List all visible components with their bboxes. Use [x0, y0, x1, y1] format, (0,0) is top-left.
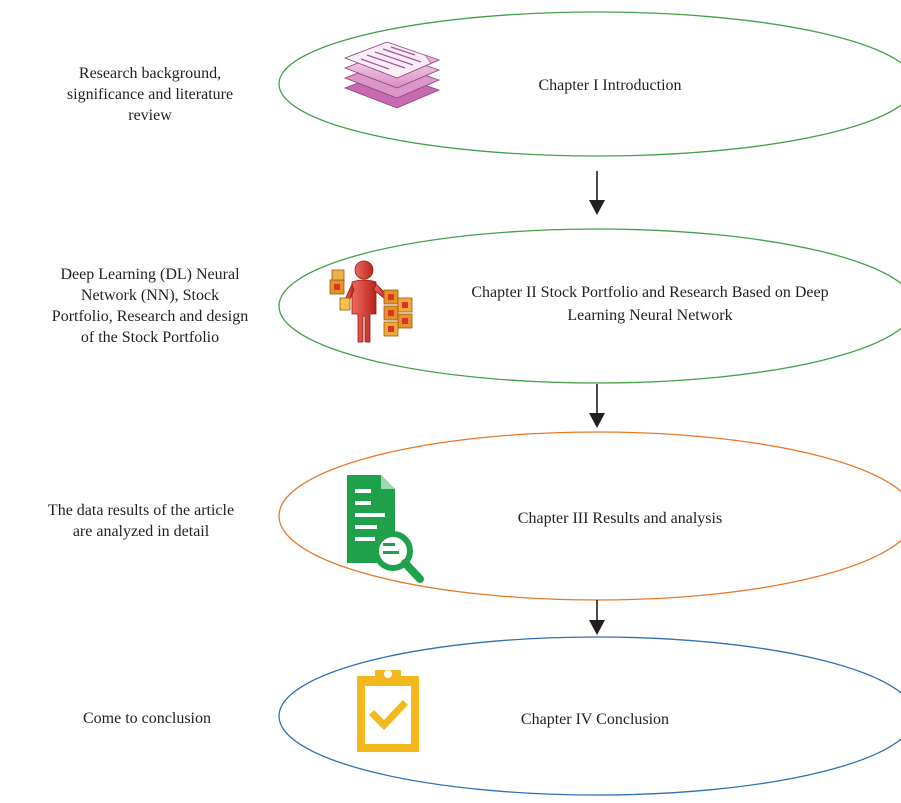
arrow-3-to-4: [589, 600, 605, 635]
description-line: Portfolio, Research and design: [51, 308, 249, 325]
chapter-title-line: Chapter I Introduction: [538, 77, 682, 94]
description-line: Network (NN), Stock: [80, 287, 220, 304]
stage-4-ellipse: [278, 636, 901, 796]
arrow-2-to-3: [589, 384, 605, 428]
description-line: Come to conclusion: [83, 710, 211, 727]
stage-4-title: Chapter IV Conclusion: [430, 708, 760, 731]
chapter-title-line: Learning Neural Network: [567, 307, 733, 324]
description-line: The data results of the article: [47, 502, 235, 519]
stage-2-description: Deep Learning (DL) Neural Network (NN), …: [6, 264, 294, 348]
document-magnifier-icon: [347, 475, 424, 583]
description-line: significance and literature: [66, 86, 234, 103]
chapter-title-line: Chapter IV Conclusion: [520, 711, 670, 728]
description-line: Deep Learning (DL) Neural: [60, 266, 240, 283]
stage-3-title: Chapter III Results and analysis: [420, 507, 820, 530]
description-line: are analyzed in detail: [72, 523, 210, 540]
stage-3-description: The data results of the article are anal…: [0, 500, 282, 542]
chapter-title-line: Chapter III Results and analysis: [517, 510, 723, 527]
person-with-books-icon: [329, 260, 413, 343]
description-line: review: [128, 107, 172, 124]
chapter-title-line: Chapter II Stock Portfolio and Research …: [471, 284, 829, 301]
stacked-documents-icon: [343, 41, 441, 109]
stage-2-ellipse: [278, 228, 901, 384]
description-line: of the Stock Portfolio: [80, 329, 220, 346]
stage-2-title: Chapter II Stock Portfolio and Research …: [400, 281, 900, 327]
description-line: Research background,: [78, 65, 222, 82]
stage-1-ellipse: [278, 11, 901, 157]
clipboard-check-icon: [357, 670, 419, 752]
stage-1-title: Chapter I Introduction: [440, 74, 780, 97]
stage-4-description: Come to conclusion: [16, 708, 278, 729]
arrow-1-to-2: [589, 171, 605, 215]
stage-1-description: Research background, significance and li…: [18, 63, 282, 126]
